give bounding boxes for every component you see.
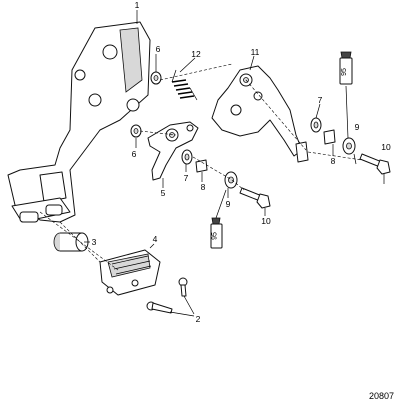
lever-arm xyxy=(147,121,199,181)
assembly-lines xyxy=(39,63,363,271)
callout-numbers: 1 6 12 11 7 6 5 7 8 9 10 8 9 10 3 4 2 xyxy=(92,0,391,324)
washer-right xyxy=(342,137,356,155)
washer-middle xyxy=(224,171,238,189)
callout-5: 5 xyxy=(161,188,166,198)
callout-leaders xyxy=(84,10,385,317)
callout-10-middle: 10 xyxy=(261,216,271,226)
bushing xyxy=(53,232,89,252)
callout-12: 12 xyxy=(191,49,201,59)
callout-11: 11 xyxy=(251,47,260,57)
callout-1: 1 xyxy=(135,0,140,10)
callout-8-right: 8 xyxy=(331,156,336,166)
bolt-right xyxy=(359,153,391,175)
callout-2: 2 xyxy=(196,314,201,324)
torsion-spring xyxy=(171,69,198,101)
callout-7-middle: 7 xyxy=(184,173,189,183)
callout-4: 4 xyxy=(153,234,158,244)
sleeve-middle xyxy=(195,159,208,173)
callout-9-middle: 9 xyxy=(226,199,231,209)
callout-7-right: 7 xyxy=(318,95,323,105)
callout-6-lower: 6 xyxy=(132,149,137,159)
screw-upper xyxy=(178,277,188,297)
screw-lower xyxy=(146,301,173,314)
callout-10-right: 10 xyxy=(381,142,391,152)
tube-label-middle: 95 xyxy=(212,232,219,240)
mount-bracket xyxy=(99,249,161,296)
figure-number: 20807 xyxy=(368,391,394,401)
washer-upper xyxy=(150,71,162,85)
callout-6-upper: 6 xyxy=(156,44,161,54)
callout-3: 3 xyxy=(92,237,97,247)
callout-8-middle: 8 xyxy=(201,182,206,192)
o-ring-middle xyxy=(181,149,193,165)
callout-9-right: 9 xyxy=(355,122,360,132)
sleeve-right xyxy=(323,129,336,145)
bolt-middle xyxy=(239,187,271,209)
cam-link xyxy=(211,65,309,163)
o-ring-right xyxy=(310,117,322,133)
lubricant-tube-middle: 95 xyxy=(210,217,223,249)
tube-label-right: 95 xyxy=(341,68,348,76)
bracket-plate xyxy=(7,21,151,223)
lubricant-tube-right: 95 xyxy=(339,51,353,85)
washer-lower xyxy=(130,124,142,138)
